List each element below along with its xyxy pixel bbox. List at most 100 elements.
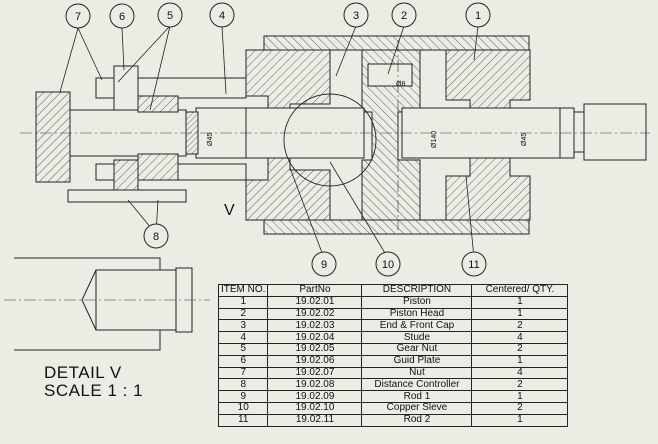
- balloon-6: 6: [109, 3, 135, 29]
- svg-text:8: 8: [153, 231, 159, 243]
- dim-rod-right: Ø45: [521, 133, 528, 146]
- balloon-3: 3: [343, 2, 369, 28]
- guide-plate-top: [137, 95, 179, 113]
- bom-cell: 2: [471, 319, 569, 333]
- dim-cap-bore: Ø8: [396, 81, 405, 88]
- svg-text:10: 10: [382, 259, 394, 271]
- bom-cell: 9: [217, 390, 269, 403]
- bom-cell: 19.02.01: [267, 295, 363, 309]
- svg-text:7: 7: [75, 11, 81, 23]
- view-label: V: [224, 202, 235, 219]
- bom-cell: 4: [217, 331, 269, 344]
- bom-cell: Gear Nut: [361, 342, 473, 356]
- bom-cell: 11: [217, 413, 269, 427]
- bom-cell: 19.02.04: [267, 331, 363, 344]
- balloon-2: 2: [391, 2, 417, 28]
- cylinder-tube-bottom: [263, 219, 530, 235]
- bom-cell: 2: [471, 378, 569, 392]
- balloon-4: 4: [209, 2, 235, 28]
- balloon-9: 9: [311, 251, 337, 277]
- distance-controller: [67, 189, 187, 203]
- bom-cell: 7: [217, 366, 269, 380]
- balloon-1: 1: [465, 2, 491, 28]
- bom-cell: Distance Controller: [361, 378, 473, 392]
- bill-of-materials: ITEM NO. PartNo DESCRIPTION Centered/ QT…: [217, 284, 569, 427]
- detail-title: DETAIL V SCALE 1 : 1: [44, 364, 164, 400]
- bom-cell: Stude: [361, 331, 473, 344]
- bom-cell: 4: [471, 366, 569, 380]
- bom-cell: 19.02.02: [267, 307, 363, 321]
- bom-cell: Rod 2: [361, 413, 473, 427]
- bom-cell: 3: [217, 319, 269, 333]
- bom-cell: 1: [471, 354, 569, 368]
- bom-header-description: DESCRIPTION: [361, 284, 473, 297]
- dim-piston: Ø140: [431, 131, 438, 148]
- bom-cell: 5: [217, 342, 269, 356]
- svg-text:5: 5: [167, 10, 173, 22]
- balloon-8: 8: [143, 223, 169, 249]
- bom-cell: 2: [471, 342, 569, 356]
- bom-cell: Rod 1: [361, 390, 473, 403]
- bom-header-row: ITEM NO. PartNo DESCRIPTION Centered/ QT…: [217, 284, 569, 297]
- detail-name: DETAIL V: [44, 363, 122, 382]
- bom-cell: 6: [217, 354, 269, 368]
- svg-text:4: 4: [219, 10, 225, 22]
- bom-cell: 19.02.09: [267, 390, 363, 403]
- bom-cell: 2: [471, 401, 569, 415]
- bom-header-item: ITEM NO.: [217, 284, 269, 297]
- bom-cell: 1: [471, 307, 569, 321]
- svg-text:2: 2: [401, 10, 407, 22]
- bom-cell: Piston: [361, 295, 473, 309]
- bom-cell: Piston Head: [361, 307, 473, 321]
- svg-text:6: 6: [119, 11, 125, 23]
- bom-cell: 19.02.03: [267, 319, 363, 333]
- bom-cell: 19.02.05: [267, 342, 363, 356]
- balloon-10: 10: [375, 251, 401, 277]
- bom-cell: 8: [217, 378, 269, 392]
- bom-cell: 19.02.11: [267, 413, 363, 427]
- bom-cell: 4: [471, 331, 569, 344]
- detail-circle: [283, 93, 377, 187]
- bom-cell: Guid Plate: [361, 354, 473, 368]
- bom-cell: End & Front Cap: [361, 319, 473, 333]
- dim-rod-left: Ø45: [207, 133, 214, 146]
- bom-cell: 19.02.07: [267, 366, 363, 380]
- gear-nut-top: [113, 65, 139, 111]
- balloon-5: 5: [157, 2, 183, 28]
- svg-text:11: 11: [468, 259, 479, 271]
- bom-cell: Nut: [361, 366, 473, 380]
- bom-header-qty: Centered/ QTY.: [471, 284, 569, 297]
- bom-cell: 1: [471, 295, 569, 309]
- svg-text:1: 1: [475, 10, 481, 22]
- bom-cell: 10: [217, 401, 269, 415]
- bom-cell: 1: [217, 295, 269, 309]
- balloon-7: 7: [65, 3, 91, 29]
- svg-text:3: 3: [353, 10, 359, 22]
- bom-cell: 1: [471, 413, 569, 427]
- bom-cell: 2: [217, 307, 269, 321]
- bom-cell: 19.02.06: [267, 354, 363, 368]
- bom-header-partno: PartNo: [267, 284, 363, 297]
- end-nut: [35, 91, 71, 183]
- guide-plate-bottom: [137, 153, 179, 181]
- bom-cell: 19.02.08: [267, 378, 363, 392]
- detail-view: [14, 257, 193, 351]
- bom-cell: 1: [471, 390, 569, 403]
- balloon-11: 11: [461, 251, 487, 277]
- bom-cell: 19.02.10: [267, 401, 363, 415]
- svg-text:9: 9: [321, 259, 327, 271]
- detail-scale: SCALE 1 : 1: [44, 381, 144, 400]
